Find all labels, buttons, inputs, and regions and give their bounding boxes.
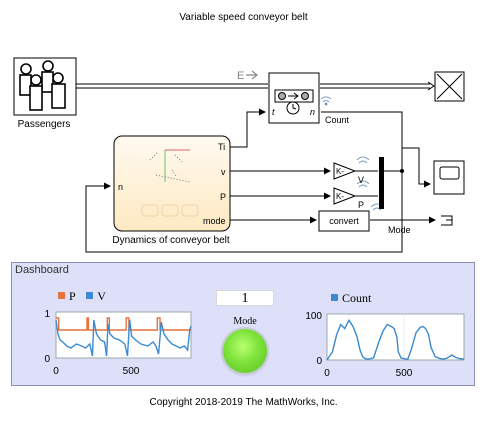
conveyor-port-mode: mode (203, 216, 226, 226)
right-plot-series (326, 318, 465, 361)
entity-server-block[interactable] (268, 72, 320, 124)
convert-label: convert (329, 216, 359, 226)
copyright-text: Copyright 2018-2019 The MathWorks, Inc. (149, 397, 338, 408)
gain-v-text: K- (336, 167, 344, 176)
series-line-count (326, 318, 465, 361)
mode-signal-label: Mode (388, 225, 411, 235)
legend-swatch-p (58, 292, 65, 299)
entity-port-label: E (237, 70, 244, 82)
legend-swatch-v (86, 292, 94, 299)
right-plot-xtick-0: 0 (324, 368, 330, 378)
mux-block[interactable] (379, 157, 384, 209)
wireless-icon (320, 96, 332, 106)
block-diagram: Passengers E t n Count (13, 57, 465, 253)
signal-lines (85, 108, 436, 253)
v-signal-label: V (358, 175, 364, 185)
passengers-block[interactable] (13, 57, 77, 116)
left-plot-area (55, 311, 192, 359)
left-plot-xtick-500: 500 (123, 366, 140, 377)
left-plot-xtick-0: 0 (53, 366, 59, 377)
gain-block-v[interactable] (333, 162, 357, 180)
conveyor-port-p: P (220, 192, 226, 202)
mode-display: 1 (216, 290, 274, 306)
scope-block[interactable] (433, 160, 465, 195)
convert-block[interactable] (318, 210, 370, 232)
scope-icon (439, 166, 460, 180)
series-line-p (56, 317, 191, 331)
p-signal-label: P (358, 200, 364, 210)
passengers-icon (19, 60, 66, 111)
legend-count: Count (342, 291, 372, 305)
conveyor-dynamics-block[interactable] (113, 135, 231, 232)
count-label: Count (325, 115, 350, 125)
server-in-port: t (272, 107, 275, 117)
right-plot-xtick-500: 500 (396, 368, 413, 378)
left-plot-series (55, 317, 192, 357)
right-plot[interactable]: 100 0 0 500 (296, 306, 471, 378)
mode-output-block[interactable] (441, 215, 453, 226)
conveyor-port-ti: Ti (218, 142, 225, 152)
conveyor-port-n: n (118, 182, 123, 192)
left-plot[interactable]: 1 0 0 500 (36, 306, 196, 378)
series-line-v (55, 319, 192, 357)
passengers-label: Passengers (18, 119, 71, 130)
right-plot-area (326, 313, 465, 361)
entity-sink-block[interactable] (434, 71, 465, 102)
mode-caption: Mode (233, 316, 257, 327)
conveyor-label: Dynamics of conveyor belt (112, 235, 229, 246)
branch-point (400, 169, 404, 173)
right-plot-legend: Count (331, 291, 371, 306)
conveyor-port-v: v (221, 167, 226, 177)
model-title: Variable speed conveyor belt (179, 12, 308, 23)
server-out-port: n (310, 107, 315, 117)
left-plot-ytick-1: 1 (44, 309, 50, 320)
mode-lamp[interactable] (223, 329, 267, 373)
dashboard-title: Dashboard (15, 264, 69, 276)
conveyor-icon (141, 149, 199, 217)
gain-block-p[interactable] (333, 187, 357, 205)
left-plot-ytick-0: 0 (44, 354, 50, 365)
entity-connection-lines (76, 81, 435, 91)
left-plot-legend: P V (58, 289, 106, 304)
right-plot-ytick-100: 100 (305, 311, 322, 322)
right-plot-ytick-0: 0 (316, 356, 322, 367)
legend-v: V (97, 289, 106, 303)
sink-x-icon (436, 73, 463, 100)
entity-arrow-icon (246, 70, 258, 80)
legend-swatch-count (331, 294, 338, 301)
legend-p: P (69, 289, 76, 303)
gain-p-text: K- (336, 192, 344, 201)
server-icon (274, 89, 314, 115)
